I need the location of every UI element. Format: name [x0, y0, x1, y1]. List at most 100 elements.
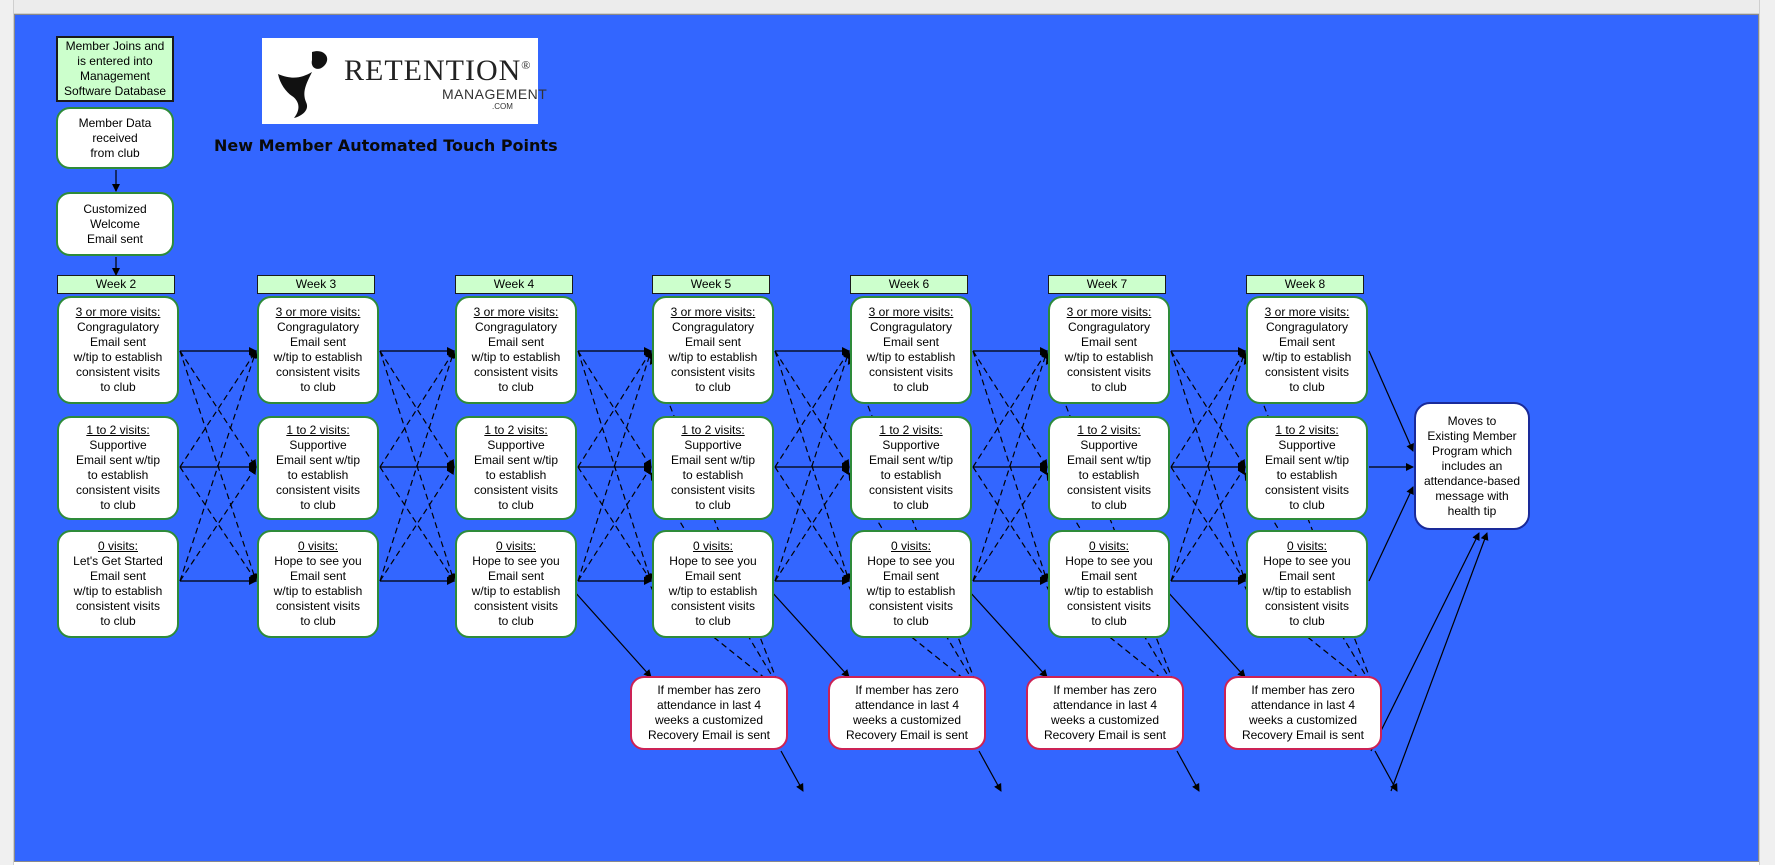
box-text-line: w/tip to establish — [866, 584, 956, 598]
box-text-line: consistent visits — [1264, 483, 1350, 497]
arrow-dashed-cross — [972, 350, 1049, 582]
box-text-line: Email sent — [882, 569, 940, 583]
arrow-dashed-cross — [179, 350, 257, 468]
box-text-line: consistent visits — [75, 599, 161, 613]
box-text-line: Email sent — [1080, 569, 1138, 583]
box-text-line: Email sent w/tip — [868, 453, 954, 467]
box-text-line: attendance in last 4 — [656, 698, 762, 712]
box-text-line: Hope to see you — [669, 554, 757, 568]
box-text-line: Email sent — [1080, 335, 1138, 349]
week-label: Week 3 — [257, 275, 375, 294]
box-text-line: to establish — [682, 468, 744, 482]
arrow-dashed-cross — [379, 466, 455, 582]
box-text-line: Recovery Email is sent — [845, 728, 969, 742]
arrow-dashed-cross — [1170, 350, 1247, 582]
box-text-line: to club — [1091, 380, 1127, 394]
box-text-line: to club — [1091, 614, 1127, 628]
box-text-line: to establish — [1078, 468, 1140, 482]
box-text-line: consistent visits — [275, 365, 361, 379]
box-text-line: to club — [498, 498, 534, 512]
arrow-recovery-continue — [780, 750, 804, 792]
arrow-dashed-cross — [774, 350, 850, 468]
box-text-line: Email sent — [684, 569, 742, 583]
box-heading: 0 visits: — [495, 539, 536, 553]
box-text-line: Let's Get Started — [73, 554, 163, 568]
box-text-line: Email sent w/tip — [1264, 453, 1350, 467]
arrow-dashed-cross — [972, 466, 1048, 582]
arrow-dashed-cross — [577, 466, 652, 582]
box-text-line: Congragulatory — [1265, 320, 1349, 334]
arrow-dashed-cross — [1170, 350, 1246, 468]
box-text-line: consistent visits — [1264, 365, 1350, 379]
arrow-recovery-to-top — [649, 356, 782, 692]
box-text-line: to establish — [880, 468, 942, 482]
box-text-line: consistent visits — [868, 365, 954, 379]
arrow-dashed-cross — [1170, 466, 1246, 582]
box-heading: 0 visits: — [1088, 539, 1129, 553]
left-scrollbar[interactable] — [0, 0, 14, 865]
arrow-to-recovery — [968, 590, 1048, 678]
box-text-line: Email sent — [684, 335, 742, 349]
box-text-line: weeks a customized — [1248, 713, 1358, 727]
arrow-recovery-to-top — [1243, 356, 1376, 692]
box-text-line: to club — [498, 380, 534, 394]
arrow-dashed-cross — [179, 350, 257, 468]
box-text-line: Email sent w/tip — [75, 453, 161, 467]
box-text-line: If member has zero — [657, 683, 761, 697]
box-text-line: consistent visits — [1066, 365, 1152, 379]
arrow-dashed-cross — [972, 350, 1048, 468]
box-text-line: Supportive — [1080, 438, 1138, 452]
box-heading: 0 visits: — [97, 539, 138, 553]
box-heading: 3 or more visits: — [75, 305, 161, 319]
box-text-line: to establish — [87, 468, 149, 482]
logo-wordmark: RETENTION® — [344, 54, 531, 88]
box-heading: 1 to 2 visits: — [286, 423, 350, 437]
box-heading: 1 to 2 visits: — [1275, 423, 1339, 437]
box-text-line: w/tip to establish — [471, 584, 561, 598]
arrow-to-existing-program — [1368, 486, 1414, 582]
box-text-line: to club — [100, 614, 136, 628]
box-text-line: consistent visits — [1066, 599, 1152, 613]
week-label: Week 6 — [850, 275, 968, 294]
box-text-line: Email sent — [487, 569, 545, 583]
arrow-to-recovery — [770, 590, 850, 678]
box-text-line: attendance in last 4 — [1052, 698, 1158, 712]
box-text-line: w/tip to establish — [1064, 350, 1154, 364]
box-text-line: Email sent w/tip — [670, 453, 756, 467]
right-scrollbar[interactable] — [1759, 0, 1775, 865]
box-text-line: consistent visits — [275, 483, 361, 497]
box-text-line: to club — [893, 614, 929, 628]
box-text-line: Recovery Email is sent — [647, 728, 771, 742]
box-text-line: consistent visits — [473, 365, 559, 379]
box-heading: 3 or more visits: — [868, 305, 954, 319]
arrow-dashed-cross — [379, 350, 455, 468]
box-text-line: to club — [695, 380, 731, 394]
box-text-line: Email sent — [86, 231, 144, 246]
logo-name: RETENTION — [344, 54, 522, 87]
box-text-line: Supportive — [487, 438, 545, 452]
box-text-line: consistent visits — [670, 365, 756, 379]
arrow-dashed-cross — [1170, 466, 1246, 582]
box-text-line: w/tip to establish — [73, 584, 163, 598]
box-text-line: Email sent w/tip — [275, 453, 361, 467]
diagram-title: New Member Automated Touch Points — [214, 136, 558, 155]
arrow-dashed-cross — [379, 466, 455, 582]
box-text-line: Supportive — [89, 438, 147, 452]
box-text-line: is entered into — [77, 54, 153, 68]
box-text-line: w/tip to establish — [1064, 584, 1154, 598]
box-heading: 0 visits: — [890, 539, 931, 553]
top-scrollbar[interactable] — [0, 0, 1775, 14]
box-text-line: to establish — [287, 468, 349, 482]
box-text-line: w/tip to establish — [471, 350, 561, 364]
box-text-line: Email sent — [289, 569, 347, 583]
box-text-line: Congragulatory — [671, 320, 755, 334]
box-text-line: Supportive — [1278, 438, 1336, 452]
connector-layer — [112, 170, 1489, 792]
box-text-line: to club — [1091, 498, 1127, 512]
box-text-line: Congragulatory — [276, 320, 360, 334]
